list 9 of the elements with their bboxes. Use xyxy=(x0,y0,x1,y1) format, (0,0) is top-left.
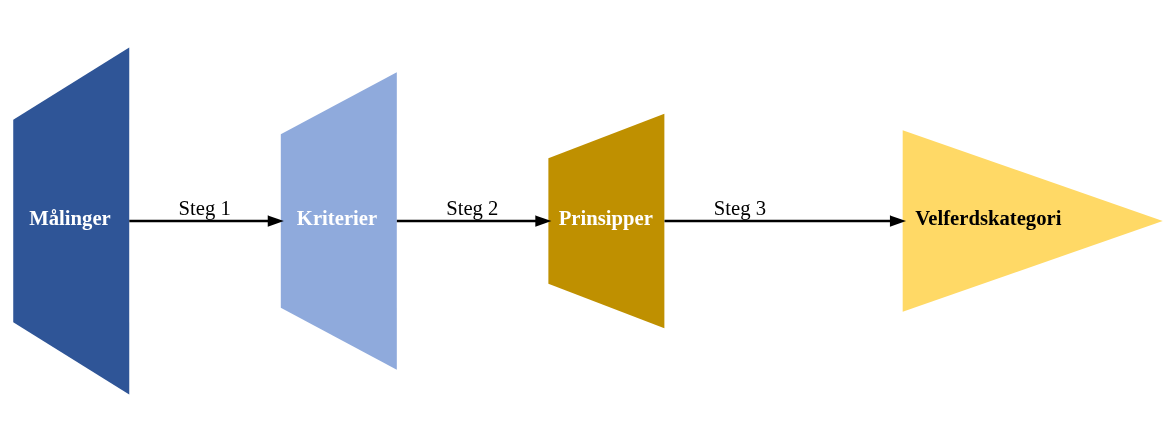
arrow xyxy=(396,214,552,227)
edge-label: Steg 2 xyxy=(446,196,499,219)
arrow xyxy=(664,214,907,227)
node-box: Målinger xyxy=(13,47,130,394)
edge-label: Steg 1 xyxy=(178,196,231,219)
node-box: Prinsipper xyxy=(548,113,665,328)
edge-label: Steg 3 xyxy=(713,196,766,219)
node-box: Kriterier xyxy=(280,71,397,370)
arrow xyxy=(129,214,284,227)
